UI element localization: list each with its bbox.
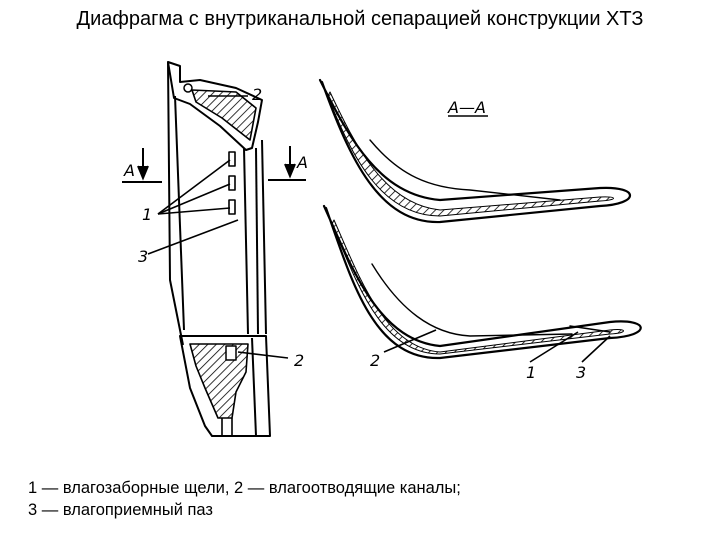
body-strip-left [243,147,249,335]
section-label: А—А [447,98,486,117]
right-leaders [383,115,611,363]
upper-inner [369,139,561,201]
section-arrow-right [268,146,306,181]
caption-line-1: 1 — влагозаборные щели, 2 — влагоотводящ… [28,479,461,497]
label-2-top: 2 [252,85,262,104]
label-arrow-left: А [123,161,135,180]
side-view [167,61,271,437]
body-strip-mid [255,147,259,335]
label-3-left: 3 [138,247,148,266]
lower-slot [569,325,611,333]
top-port [183,83,193,93]
bottom-port [225,345,237,361]
lower-profile-hatch [331,219,624,355]
caption-line-2: 3 — влагоприемный паз [28,501,213,519]
label-3-right: 3 [576,363,586,382]
slot [228,175,236,191]
bottom-block-inner [251,337,257,437]
upper-profile [318,78,632,224]
label-2-right: 2 [370,351,380,370]
top-head [167,61,263,151]
label-1-left: 1 [142,205,152,224]
outer-edge [167,61,184,346]
label-1-right: 1 [526,363,536,382]
figure-caption: 1 — влагозаборные щели, 2 — влагоотводящ… [28,477,461,521]
label-2-bottom: 2 [294,351,304,370]
bottom-stem [221,418,233,436]
section-arrow-left [122,148,162,183]
bottom-block [179,335,271,437]
bottom-channel-hatch [189,343,249,419]
upper-profile-hatch [327,91,614,217]
slot [228,199,236,215]
top-channel-hatch [191,89,257,141]
slot [228,151,236,167]
label-arrow-right: А [296,153,308,172]
lower-inner [371,263,573,337]
left-leaders [147,95,289,359]
body-strip-right [261,139,267,335]
section-view [318,78,642,360]
page-title: Диафрагма с внутриканальной сепарацией к… [76,8,644,30]
